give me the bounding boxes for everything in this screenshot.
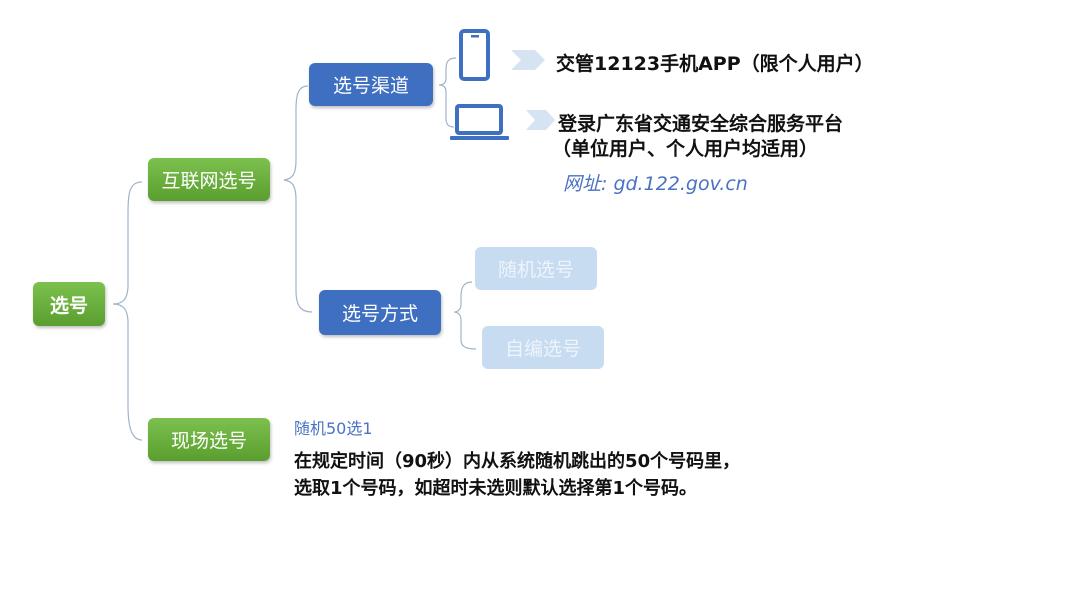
- web-channel-line1: 登录广东省交通安全综合服务平台: [558, 113, 844, 135]
- onsite-node: 现场选号: [148, 418, 270, 461]
- onsite-subtitle: 随机50选1: [294, 419, 373, 438]
- root-node: 选号: [33, 282, 105, 326]
- option-label: 随机选号: [497, 259, 574, 281]
- app-channel-text: 交管12123手机APP（限个人用户）: [556, 53, 874, 75]
- channel-label: 选号渠道: [332, 75, 409, 97]
- onsite-desc-line1: 在规定时间（90秒）内从系统随机跳出的50个号码里，: [294, 451, 741, 472]
- chevron-right-icon: [511, 50, 545, 70]
- internet-brace: [283, 85, 313, 313]
- onsite-desc-line2: 选取1个号码，如超时未选则默认选择第1个号码。: [294, 478, 698, 499]
- method-node: 选号方式: [319, 290, 441, 335]
- internet-label: 互联网选号: [161, 170, 257, 192]
- laptop-icon: [450, 104, 509, 140]
- option-label: 自编选号: [504, 338, 581, 360]
- web-url: 网址: gd.122.gov.cn: [563, 173, 748, 195]
- onsite-label: 现场选号: [170, 430, 247, 452]
- chevron-right-icon: [526, 110, 555, 130]
- root-label: 选号: [49, 294, 88, 317]
- channel-node: 选号渠道: [309, 63, 433, 106]
- method-option-random: 随机选号: [475, 247, 597, 290]
- channel-brace: [438, 57, 457, 128]
- method-brace: [453, 281, 477, 350]
- phone-icon: [459, 29, 490, 81]
- method-option-custom: 自编选号: [482, 326, 604, 369]
- method-label: 选号方式: [341, 303, 418, 325]
- root-brace: [112, 181, 143, 441]
- internet-node: 互联网选号: [148, 158, 270, 201]
- web-channel-line2: （单位用户、个人用户均适用）: [552, 138, 819, 160]
